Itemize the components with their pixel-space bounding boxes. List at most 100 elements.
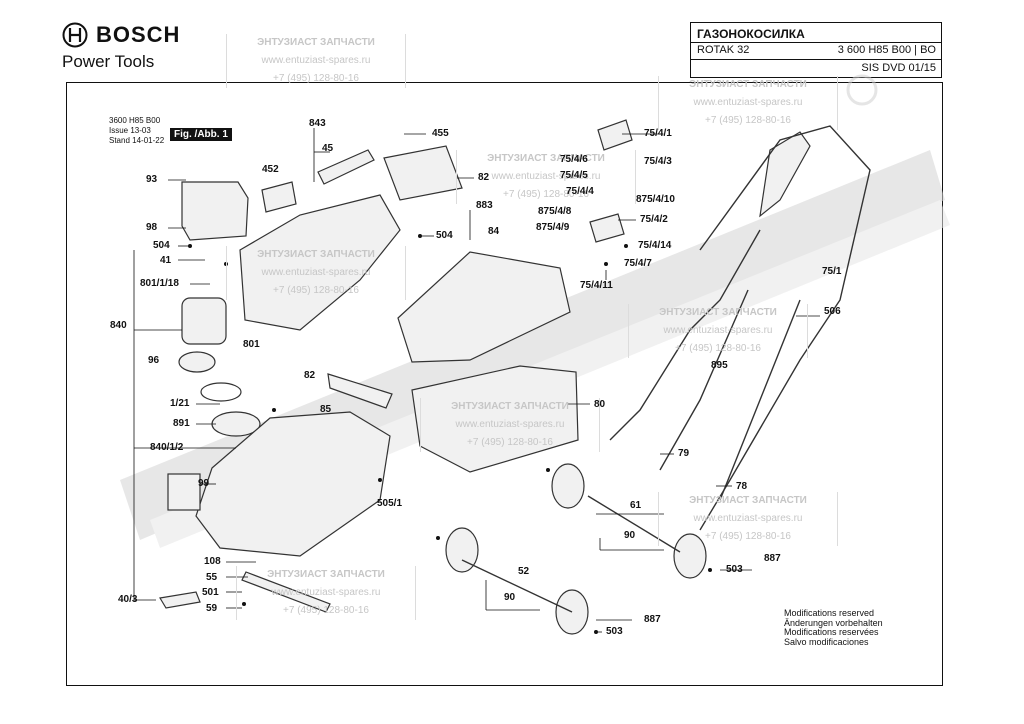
motor-housing-part [181, 181, 249, 241]
watermark-url: www.entuziast-spares.ru [271, 587, 381, 598]
brand-name: BOSCH [96, 22, 181, 47]
part-label: 801 [243, 339, 260, 350]
watermark-url: www.entuziast-spares.ru [261, 267, 371, 278]
model-name: ROTAK 32 [697, 44, 750, 56]
watermark-block: ЭНТУЗИАСТ ЗАПЧАСТИ www.entuziast-spares.… [226, 34, 406, 88]
part-label: 61 [630, 500, 642, 511]
watermark-title: ЭНТУЗИАСТ ЗАПЧАСТИ [659, 307, 777, 318]
part-label: 99 [198, 478, 210, 489]
bosch-logo-icon [62, 22, 88, 48]
upper-handle-tube [699, 125, 871, 531]
part-label: 55 [206, 572, 218, 583]
part-label: 41 [160, 255, 172, 266]
part-label: 75/4/2 [640, 214, 668, 225]
part-label: 75/4/6 [560, 154, 588, 165]
part-number: 3 600 H85 B00 | BO [837, 44, 936, 56]
part-label: 504 [436, 230, 453, 241]
part-label: 75/4/14 [638, 240, 672, 251]
part-label: 503 [726, 564, 743, 575]
watermark-title: ЭНТУЗИАСТ ЗАПЧАСТИ [487, 153, 605, 164]
modifications-line: Modifications reserved [784, 608, 875, 618]
watermark-url: www.entuziast-spares.ru [663, 325, 773, 336]
part-label: 504 [153, 240, 170, 251]
part-label: 501 [202, 587, 219, 598]
part-label: 801/1/18 [140, 278, 179, 289]
watermark-title: ЭНТУЗИАСТ ЗАПЧАСТИ [267, 569, 385, 580]
part-label: 84 [488, 226, 500, 237]
diagram-frame [66, 82, 943, 686]
mower-deck-part [195, 411, 391, 557]
part-label: 75/4/3 [644, 156, 672, 167]
watermark-phone: +7 (495) 128-80-16 [467, 437, 553, 448]
watermark-phone: +7 (495) 128-80-16 [273, 73, 359, 84]
handle-grip-part [759, 131, 811, 218]
stand-label: Stand [109, 136, 130, 145]
part-label: 875/4/8 [538, 206, 572, 217]
top-cover-part [239, 194, 401, 331]
manual-card-part [167, 473, 201, 511]
switch-cap-part [597, 119, 633, 151]
watermark-phone: +7 (495) 128-80-16 [705, 531, 791, 542]
part-label: 52 [518, 566, 530, 577]
figure-label: Fig. /Abb. 1 [170, 128, 232, 141]
watermark-phone: +7 (495) 128-80-16 [705, 115, 791, 126]
part-label: 98 [146, 222, 158, 233]
part-label: 891 [173, 418, 190, 429]
cable-cover-part [383, 145, 463, 201]
part-label: 883 [476, 200, 493, 211]
watermark-block: ЭНТУЗИАСТ ЗАПЧАСТИ www.entuziast-spares.… [420, 398, 600, 452]
wheel-part [673, 533, 707, 579]
part-label: 40/3 [118, 594, 138, 605]
part-label: 75/4/7 [624, 258, 652, 269]
dvd-version: SIS DVD 01/15 [861, 62, 936, 74]
issue-meta: 3600 H85 B00 Issue 13-03 Stand 14-01-22 [109, 116, 164, 146]
part-label: 85 [320, 404, 332, 415]
front-axle [461, 559, 573, 613]
wheel-part [551, 463, 585, 509]
part-label: 108 [204, 556, 221, 567]
watermark-title: ЭНТУЗИАСТ ЗАПЧАСТИ [257, 37, 375, 48]
part-code: 3600 H85 B00 [109, 116, 161, 125]
part-label: 78 [736, 481, 748, 492]
watermark-phone: +7 (495) 128-80-16 [503, 189, 589, 200]
lower-handle-tube [719, 299, 801, 501]
watermark-block: ЭНТУЗИАСТ ЗАПЧАСТИ www.entuziast-spares.… [456, 150, 636, 204]
switch-box-part [589, 213, 625, 243]
part-label: 506 [824, 306, 841, 317]
part-label: 75/1 [822, 266, 842, 277]
stand-line: Stand 14-01-22 [109, 136, 164, 146]
part-label: 90 [624, 530, 636, 541]
watermark-block: ЭНТУЗИАСТ ЗАПЧАСТИ www.entuziast-spares.… [226, 246, 406, 300]
watermark-phone: +7 (495) 128-80-16 [273, 285, 359, 296]
handle-tubes [461, 125, 871, 613]
upper-handle-tube [609, 229, 761, 441]
motor-part [181, 297, 227, 345]
height-clip-part [159, 591, 201, 609]
watermark-phone: +7 (495) 128-80-16 [283, 605, 369, 616]
part-sketches [159, 119, 811, 635]
label-plate-part [261, 181, 297, 213]
part-label: 96 [148, 355, 160, 366]
part-label: 45 [322, 143, 334, 154]
watermark-block: ЭНТУЗИАСТ ЗАПЧАСТИ www.entuziast-spares.… [658, 76, 838, 130]
issue-label: Issue [109, 126, 129, 135]
modifications-line: Salvo modificaciones [784, 636, 869, 647]
watermark-phone: +7 (495) 128-80-16 [675, 343, 761, 354]
watermark-title: ЭНТУЗИАСТ ЗАПЧАСТИ [689, 79, 807, 90]
part-label: 843 [309, 118, 326, 129]
watermark-block: ЭНТУЗИАСТ ЗАПЧАСТИ www.entuziast-spares.… [658, 492, 838, 546]
watermark-url: www.entuziast-spares.ru [693, 513, 803, 524]
title-divider [691, 42, 941, 43]
watermark-url: www.entuziast-spares.ru [491, 171, 601, 182]
part-label: 75/4/11 [580, 280, 613, 291]
part-label: 1/21 [170, 398, 190, 409]
part-label: 895 [711, 360, 728, 371]
title-box: ГАЗОНОКОСИЛКА ROTAK 32 3 600 H85 B00 | B… [690, 22, 942, 78]
part-label: 875/4/10 [636, 194, 675, 205]
issue-line: Issue 13-03 [109, 126, 164, 136]
part-label: 59 [206, 603, 218, 614]
part-label: 455 [432, 128, 449, 139]
modifications-note: Modifications reserved Änderungen vorbeh… [784, 608, 883, 647]
watermark-url: www.entuziast-spares.ru [455, 419, 565, 430]
watermark-url: www.entuziast-spares.ru [693, 97, 803, 108]
